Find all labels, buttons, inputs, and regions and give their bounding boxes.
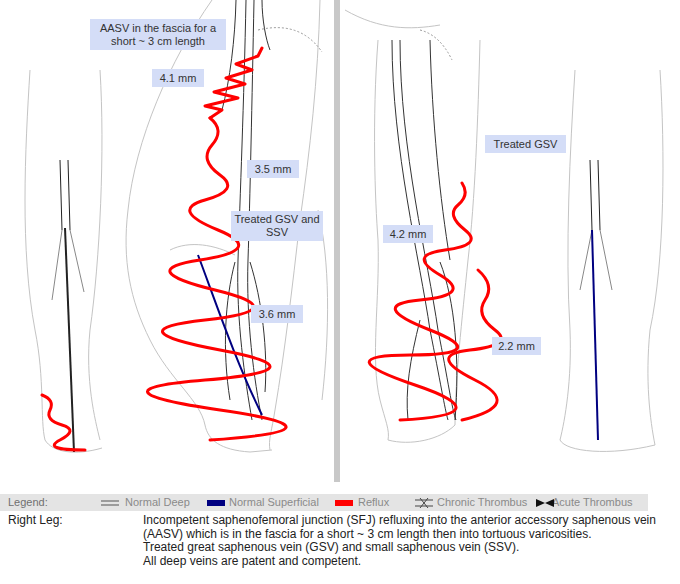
legend-color-swatch [335,500,353,506]
legend-swatch [207,497,227,509]
leg-outline [89,70,102,440]
superficial-vein [592,230,598,440]
deep-vein [407,320,420,420]
groin-crease [420,30,452,60]
findings-note: Incompetent saphenofemoral junction (SFJ… [143,514,658,541]
legend-swatch [535,497,555,509]
callout-text: 4.2 mm [390,228,427,241]
callout-box: AASV in the fascia for a short ~ 3 cm le… [90,19,226,50]
legend-text: Normal Deep [125,496,190,509]
legend-swatch [335,497,355,509]
legend-text: Chronic Thrombus [437,496,527,509]
legend-text: Acute Thrombus [552,496,633,509]
leg-outline [25,70,102,452]
callout-text: AASV in the fascia for a short ~ 3 cm le… [93,22,223,48]
leg-outline [345,10,480,442]
callout-text: 2.2 mm [498,340,535,353]
callout-box: 4.2 mm [383,225,433,243]
deep-vein [52,160,84,452]
findings-note: Treated great saphenous vein (GSV) and s… [143,541,658,555]
legend-bar [0,494,648,511]
reflux-vein [42,395,85,450]
deep-vein [70,230,84,292]
callout-text: Treated GSV [494,138,558,151]
legend-text: Normal Superficial [229,496,319,509]
legend-text: Reflux [358,496,389,509]
deep-vein [580,230,592,290]
callout-text: Treated GSV and SSV [234,213,320,239]
panel-divider [334,0,340,482]
leg-outline [126,0,328,452]
callout-box: 2.2 mm [492,337,541,355]
deep-vein [600,230,612,290]
callout-box: Treated GSV and SSV [231,211,323,241]
callout-box: Treated GSV [485,135,566,153]
deep-vein [598,160,600,230]
leg-outline [560,70,575,440]
deep-vein [68,160,70,230]
legend-thrombus-sample [415,498,433,508]
callout-box: 3.5 mm [247,160,299,178]
callout-text: 3.6 mm [259,308,296,321]
callout-box: 3.6 mm [251,305,303,323]
leg-outline [345,10,440,28]
deep-vein [590,160,592,230]
groin-crease [258,28,322,52]
leg-outline [648,70,663,445]
deep-vein [580,160,612,290]
reflux-vein [205,48,262,118]
deep-vein [60,160,62,230]
foot-outline [560,440,655,451]
superficial-vein [198,255,262,415]
legend-heading: Legend: [8,496,68,510]
deep-vein [65,228,74,452]
legend-swatch [100,497,120,509]
legend-color-swatch [207,500,225,506]
findings-note: All deep veins are patent and competent. [143,555,658,569]
callout-text: 3.5 mm [255,163,292,176]
callout-text: 4.1 mm [160,72,197,85]
deep-vein [262,0,270,50]
legend-thrombus-sample [536,499,554,507]
foot-outline [388,425,455,442]
reflux-vein [369,183,471,420]
legend-swatch [414,497,434,509]
leg-outline [25,70,45,440]
deep-vein [52,230,62,300]
callout-box: 4.1 mm [152,69,204,87]
deep-vein [430,40,450,260]
legend-line-sample [101,501,119,505]
leg-outline [560,70,663,451]
findings-heading: Right Leg: [8,514,128,528]
